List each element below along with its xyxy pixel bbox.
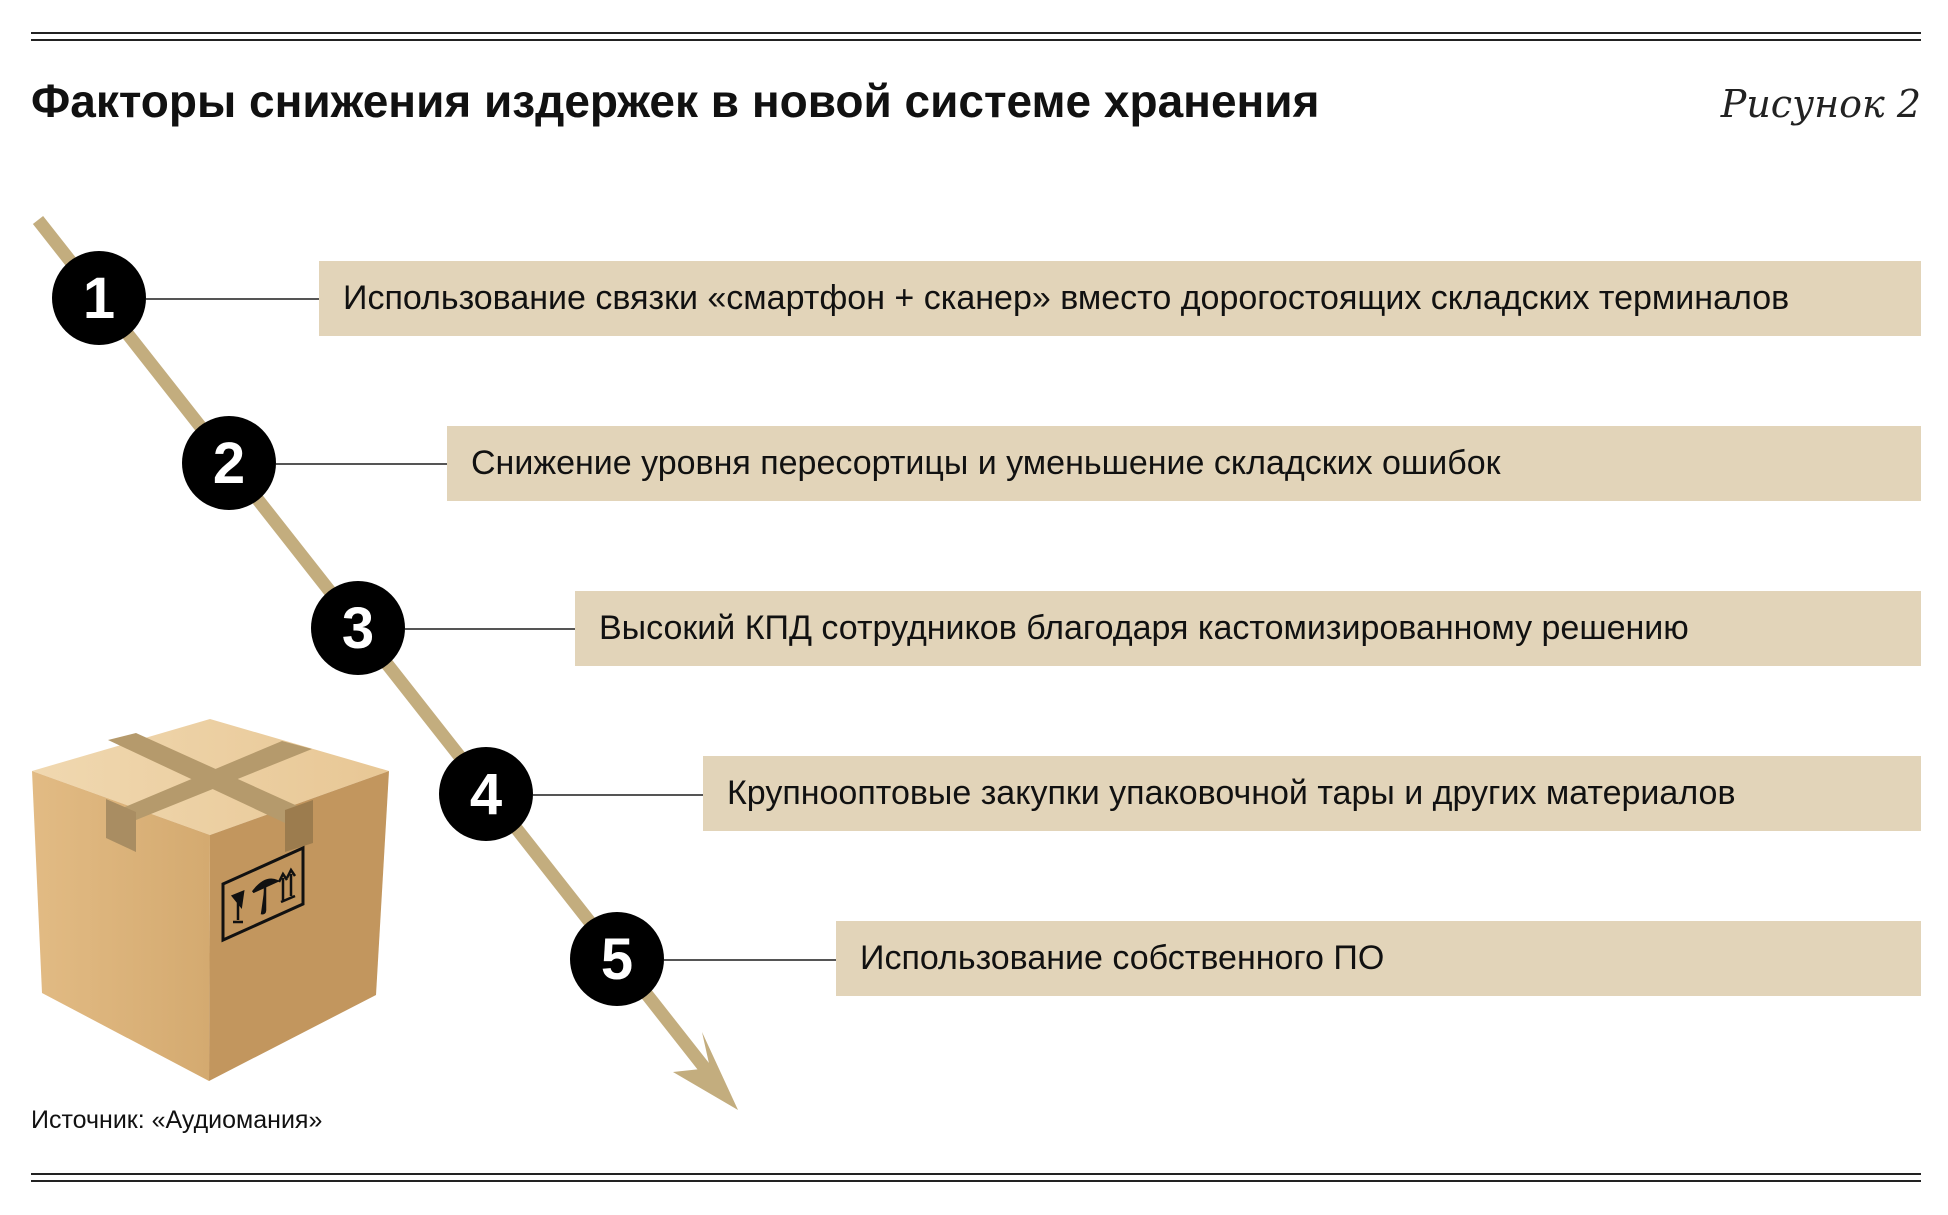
step-number-3: 3	[311, 581, 405, 675]
factor-box-4: Крупнооптовые закупки упаковочной тары и…	[703, 756, 1921, 831]
factor-box-5: Использование собственного ПО	[836, 921, 1921, 996]
bottom-rule	[31, 1173, 1921, 1175]
factor-box-1: Использование связки «смартфон + сканер»…	[319, 261, 1921, 336]
step-number-5: 5	[570, 912, 664, 1006]
connector-2	[276, 463, 447, 465]
step-number-4: 4	[439, 747, 533, 841]
connector-3	[405, 628, 575, 630]
figure-label: Рисунок 2	[1720, 82, 1921, 126]
connector-4	[533, 794, 703, 796]
top-rule	[31, 32, 1921, 34]
connector-1	[146, 298, 319, 300]
step-number-2: 2	[182, 416, 276, 510]
bottom-rule-2	[31, 1180, 1921, 1182]
handling-symbols-icon	[221, 845, 305, 943]
factor-box-2: Снижение уровня пересортицы и уменьшение…	[447, 426, 1921, 501]
page-title: Факторы снижения издержек в новой систем…	[31, 75, 1320, 127]
step-number-1: 1	[52, 251, 146, 345]
connector-5	[664, 959, 836, 961]
factor-box-3: Высокий КПД сотрудников благодаря кастом…	[575, 591, 1921, 666]
cardboard-box-illustration	[32, 719, 389, 1081]
source-note: Источник: «Аудиомания»	[31, 1106, 323, 1134]
top-rule-2	[31, 39, 1921, 41]
